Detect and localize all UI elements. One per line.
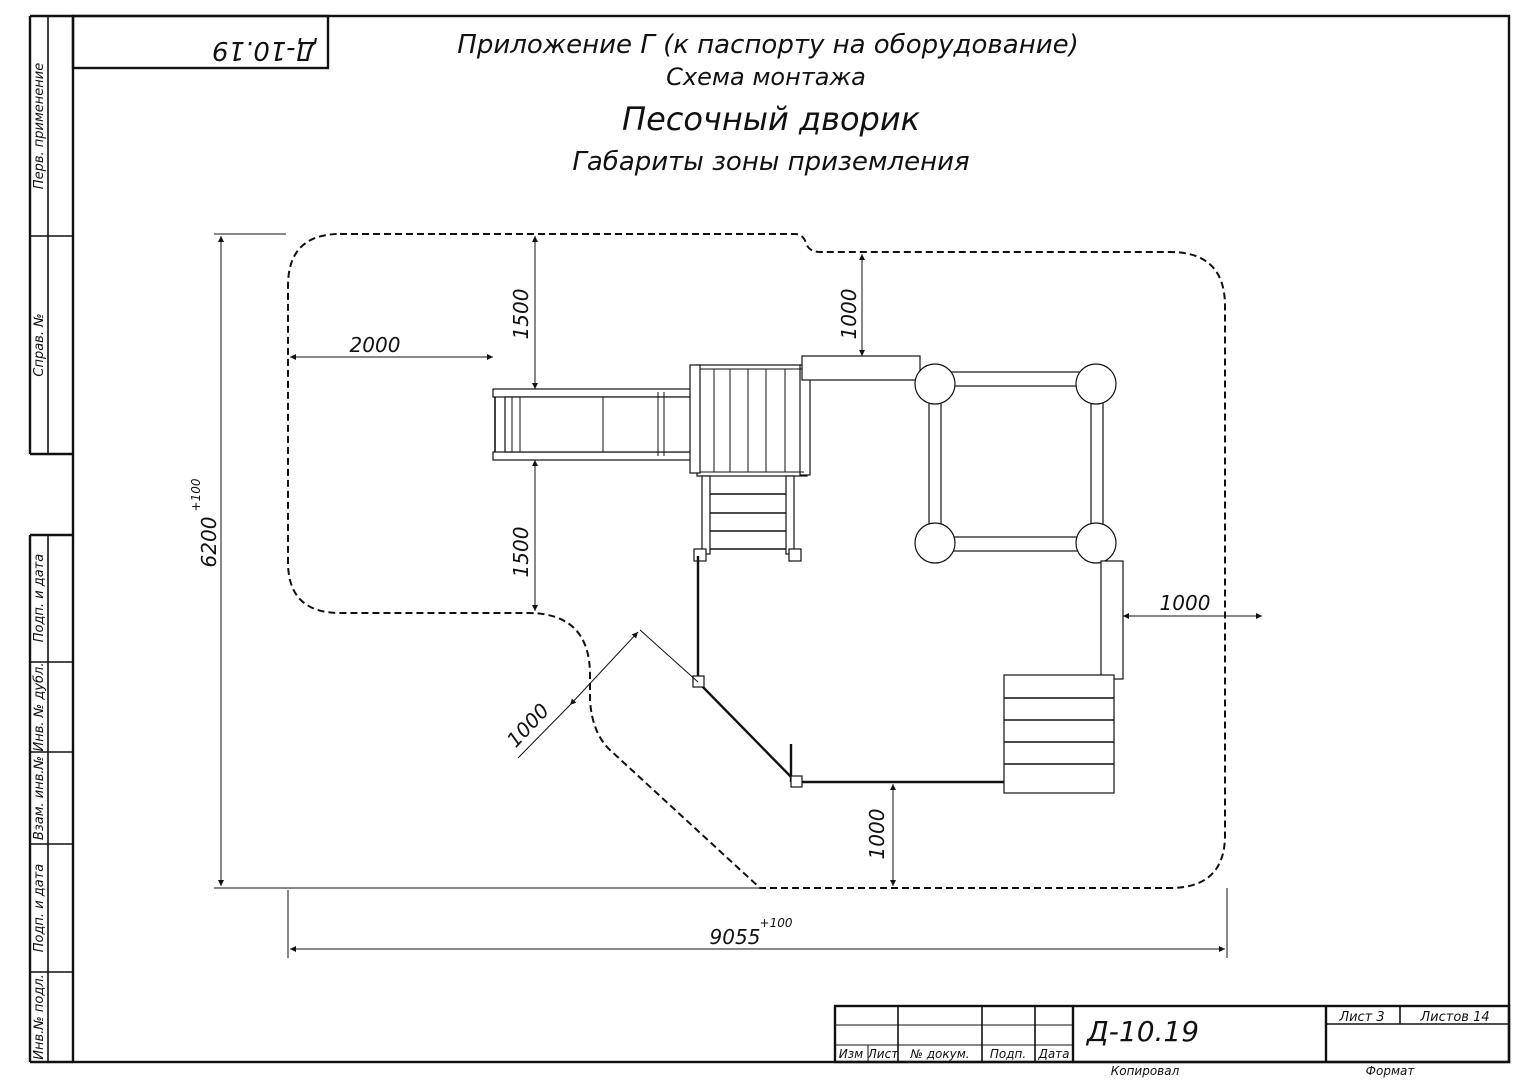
side-label-inv-podl: Инв.№ подл. <box>32 974 47 1060</box>
landing-zone-outline <box>287 233 1226 889</box>
slide <box>492 388 694 461</box>
title-block-labels: Д-10.19 Лист 3 Листов 14 Изм Лист № доку… <box>839 1010 1490 1078</box>
side-label-inv-dubl: Инв. № дубл. <box>32 663 47 752</box>
bench-right <box>1100 560 1124 680</box>
tower-platform <box>689 364 811 477</box>
tower-ladder <box>693 475 802 562</box>
title-group: Приложение Г (к паспорту на оборудование… <box>457 30 1078 177</box>
side-label-sprav: Справ. № <box>32 313 47 376</box>
title-block-sheet: Лист 3 <box>1338 1010 1384 1025</box>
dimension-labels: 9055 +100 6200 +100 2000 1500 1500 1000 … <box>189 289 1210 949</box>
sandbox <box>914 363 1117 564</box>
equipment <box>492 355 1124 794</box>
dim-width-tol: +100 <box>760 916 793 930</box>
right-steps <box>1003 674 1115 794</box>
dim-diag-1000: 1000 <box>502 698 554 752</box>
title-block-list: Лист <box>867 1047 899 1061</box>
side-label-podp-data-2: Подп. и дата <box>32 864 47 953</box>
dim-slide-top-1500: 1500 <box>509 289 533 340</box>
sheet-frame <box>28 14 1511 1064</box>
dim-width-total: 9055 <box>710 925 761 949</box>
title-block-doc-no: № докум. <box>909 1047 969 1061</box>
title-block <box>833 1004 1511 1064</box>
dimension-lines <box>214 233 1262 958</box>
dim-bottom-1000: 1000 <box>865 809 889 860</box>
title-block-copied: Копировал <box>1111 1064 1180 1078</box>
dim-right-1000: 1000 <box>1160 591 1211 615</box>
title-block-format: Формат <box>1366 1064 1416 1078</box>
dim-left-2000: 2000 <box>350 333 401 357</box>
fence <box>692 556 1004 788</box>
title-block-podp: Подп. <box>990 1047 1026 1061</box>
title-block-sheets: Листов 14 <box>1419 1010 1489 1025</box>
title-scheme: Схема монтажа <box>666 63 866 91</box>
side-label-vzam-inv: Взам. инв.№ <box>32 756 47 840</box>
dim-height-total: 6200 <box>197 517 221 568</box>
title-product: Песочный дворик <box>622 100 921 138</box>
title-block-data: Дата <box>1037 1047 1069 1061</box>
title-zone: Габариты зоны приземления <box>572 147 969 177</box>
dim-height-tol: +100 <box>189 478 203 511</box>
side-column-labels: Перв. применение Справ. № Подп. и дата И… <box>32 63 47 1060</box>
side-label-perv: Перв. применение <box>32 63 47 189</box>
side-label-podp-data-1: Подп. и дата <box>32 554 47 643</box>
dim-top-1000: 1000 <box>837 289 861 340</box>
title-block-izm: Изм <box>839 1047 863 1061</box>
title-block-code: Д-10.19 <box>1085 1015 1199 1048</box>
stamp-code: Д-10.19 <box>212 35 317 65</box>
bench-top <box>801 355 921 381</box>
dim-slide-bottom-1500: 1500 <box>509 527 533 578</box>
title-appendix: Приложение Г (к паспорту на оборудование… <box>457 30 1078 60</box>
